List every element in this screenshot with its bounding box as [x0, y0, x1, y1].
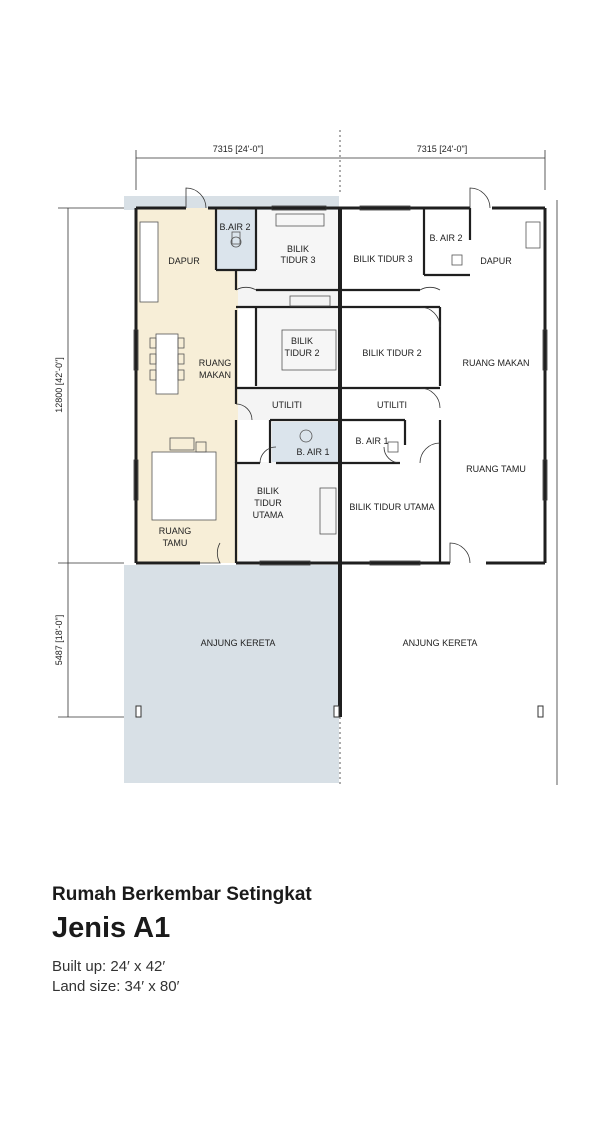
label-bilik2-right: BILIK TIDUR 2: [362, 348, 421, 358]
label-bilik2-left-a: BILIK: [291, 336, 313, 346]
label-ruang-tamu-right: RUANG TAMU: [466, 464, 526, 474]
dimension-lines: [58, 130, 558, 785]
left-master-bedroom-area: [238, 462, 338, 563]
left-car-porch-area: [124, 565, 339, 783]
dim-left-upper: 12800 [42'-0"]: [54, 357, 64, 412]
left-utiliti-area: [238, 388, 338, 420]
plan-title: Jenis A1: [52, 912, 171, 944]
plan-subtitle: Rumah Berkembar Setingkat: [52, 884, 312, 905]
label-bilik2-left-b: TIDUR 2: [284, 348, 319, 358]
furniture-left: [139, 213, 337, 535]
left-corridor-area: [238, 270, 338, 306]
label-bair2-right: B. AIR 2: [429, 233, 462, 243]
exterior-walls: [134, 206, 547, 717]
interior-walls: [214, 208, 472, 563]
label-anjung-left: ANJUNG KERETA: [201, 638, 276, 648]
label-bilik3-right: BILIK TIDUR 3: [353, 254, 412, 264]
label-ruang-tamu-left-a: RUANG: [159, 526, 192, 536]
label-dapur-right: DAPUR: [480, 256, 512, 266]
label-ruang-makan-right: RUANG MAKAN: [462, 358, 529, 368]
land-size: Land size: 34′ x 80′: [52, 978, 180, 995]
label-ruang-makan-left-b: MAKAN: [199, 370, 231, 380]
door-swings: [185, 187, 491, 564]
windows: [133, 205, 548, 566]
label-bair1-left: B. AIR 1: [296, 447, 329, 457]
dim-left-lower: 5487 [18'-0"]: [54, 615, 64, 665]
label-bilik3-left-b: TIDUR 3: [280, 255, 315, 265]
label-bilik-utama-left-a: BILIK: [257, 486, 279, 496]
label-dapur-left: DAPUR: [168, 256, 200, 266]
label-bilik-utama-right: BILIK TIDUR UTAMA: [349, 502, 434, 512]
label-bilik-utama-left-c: UTAMA: [253, 510, 284, 520]
label-ruang-makan-left-a: RUANG: [199, 358, 232, 368]
dim-top-left: 7315 [24'-0"]: [213, 144, 263, 154]
label-bilik-utama-left-b: TIDUR: [254, 498, 282, 508]
label-bair1-right: B. AIR 1: [355, 436, 388, 446]
dim-top-right: 7315 [24'-0"]: [417, 144, 467, 154]
label-bair2-left: B.AIR 2: [219, 222, 250, 232]
left-bath-2-area: [216, 210, 256, 270]
label-ruang-tamu-left-b: TAMU: [163, 538, 188, 548]
posts: [135, 705, 544, 718]
label-anjung-right: ANJUNG KERETA: [403, 638, 478, 648]
label-utiliti-left: UTILITI: [272, 400, 302, 410]
built-up-size: Built up: 24′ x 42′: [52, 958, 166, 975]
furniture-right: [387, 221, 541, 453]
left-bedroom-2-area: [256, 308, 338, 386]
label-bilik3-left-a: BILIK: [287, 244, 309, 254]
floor-plan-diagram: 7315 [24'-0"] 7315 [24'-0"] 12800 [42'-0…: [54, 130, 558, 785]
label-utiliti-right: UTILITI: [377, 400, 407, 410]
